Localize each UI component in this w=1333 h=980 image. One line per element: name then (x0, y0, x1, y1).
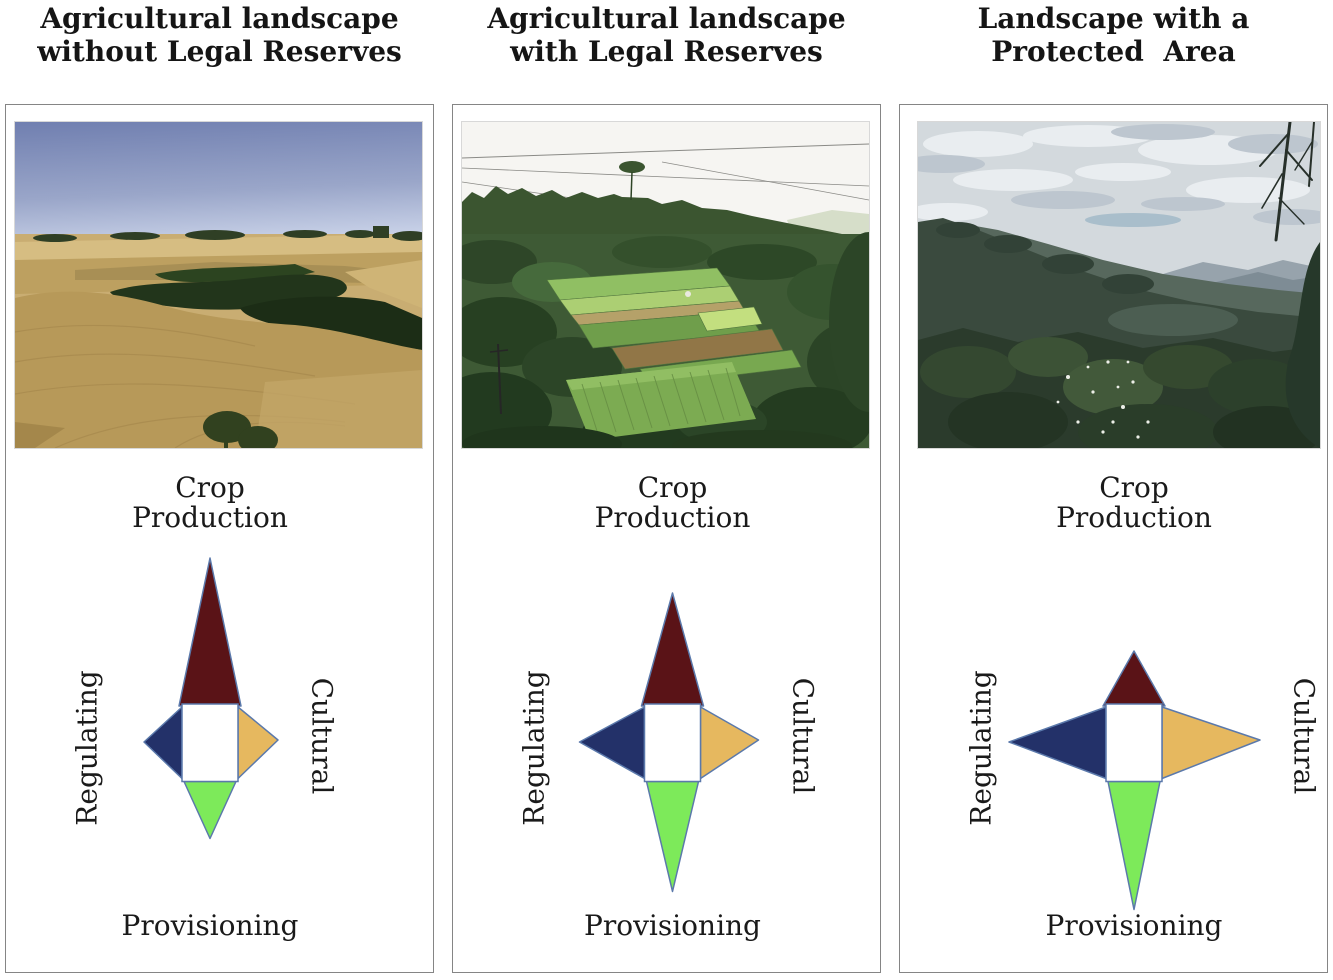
crop-label-line: Production (132, 501, 288, 534)
cultural-label: Cultural (305, 677, 339, 795)
crop-label-line: Production (1056, 501, 1212, 534)
harvested-crop-fields-photo (14, 121, 423, 449)
ridge-canopy-bumps (936, 222, 1154, 294)
provisioning-label: Provisioning (1045, 909, 1223, 942)
forest-with-crop-patches-photo (461, 121, 870, 449)
regulating-label: Regulating (964, 670, 998, 826)
crop-label-line: Crop (175, 471, 245, 504)
cloud-shadows (918, 124, 1320, 225)
forested-mountains-photo (917, 121, 1321, 449)
crop-label-line: Production (594, 501, 751, 534)
title-line: Protected Area (991, 35, 1236, 68)
title-line: Agricultural landscape (487, 2, 846, 35)
foreground-canopy-texture (920, 337, 1320, 448)
cultural-label: Cultural (1287, 677, 1321, 795)
cultural-label: Cultural (786, 677, 819, 795)
cane-row-texture (581, 367, 741, 435)
regulating-label: Regulating (517, 670, 551, 826)
title-line: Agricultural landscape (40, 2, 399, 35)
provisioning-label: Provisioning (584, 909, 761, 942)
foreground-tree (203, 411, 278, 448)
title-line: with Legal Reserves (510, 35, 823, 68)
star-diagram (578, 592, 760, 893)
horizon-treeline (33, 226, 422, 242)
provisioning-label: Provisioning (121, 909, 299, 942)
star-diagram (1008, 650, 1261, 911)
title-line: without Legal Reserves (37, 35, 402, 68)
star-diagram (143, 557, 279, 840)
regulating-label: Regulating (70, 670, 104, 826)
bare-branches (1259, 122, 1315, 242)
white-flower-specks (1056, 360, 1150, 439)
title-line: Landscape with a (977, 2, 1250, 35)
crop-label-line: Crop (637, 471, 708, 504)
crop-label-line: Crop (1099, 471, 1169, 504)
